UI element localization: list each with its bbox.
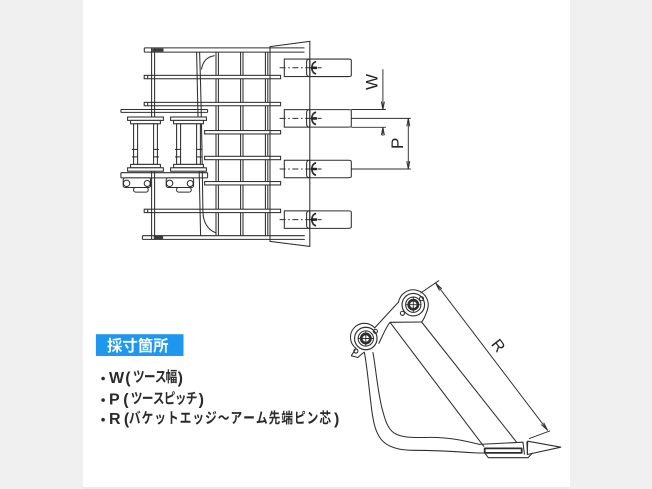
svg-text:P: P bbox=[388, 138, 407, 149]
svg-text:(: ( bbox=[123, 392, 129, 409]
svg-text:P: P bbox=[109, 392, 120, 409]
svg-text:(: ( bbox=[125, 370, 131, 387]
svg-text:R: R bbox=[487, 336, 508, 356]
svg-text:W: W bbox=[362, 74, 381, 90]
svg-text:): ) bbox=[199, 392, 204, 409]
svg-text:(: ( bbox=[124, 411, 130, 428]
svg-text:R: R bbox=[109, 411, 121, 428]
svg-text:): ) bbox=[178, 370, 183, 387]
svg-text:): ) bbox=[334, 411, 339, 428]
svg-text:W: W bbox=[109, 370, 125, 387]
